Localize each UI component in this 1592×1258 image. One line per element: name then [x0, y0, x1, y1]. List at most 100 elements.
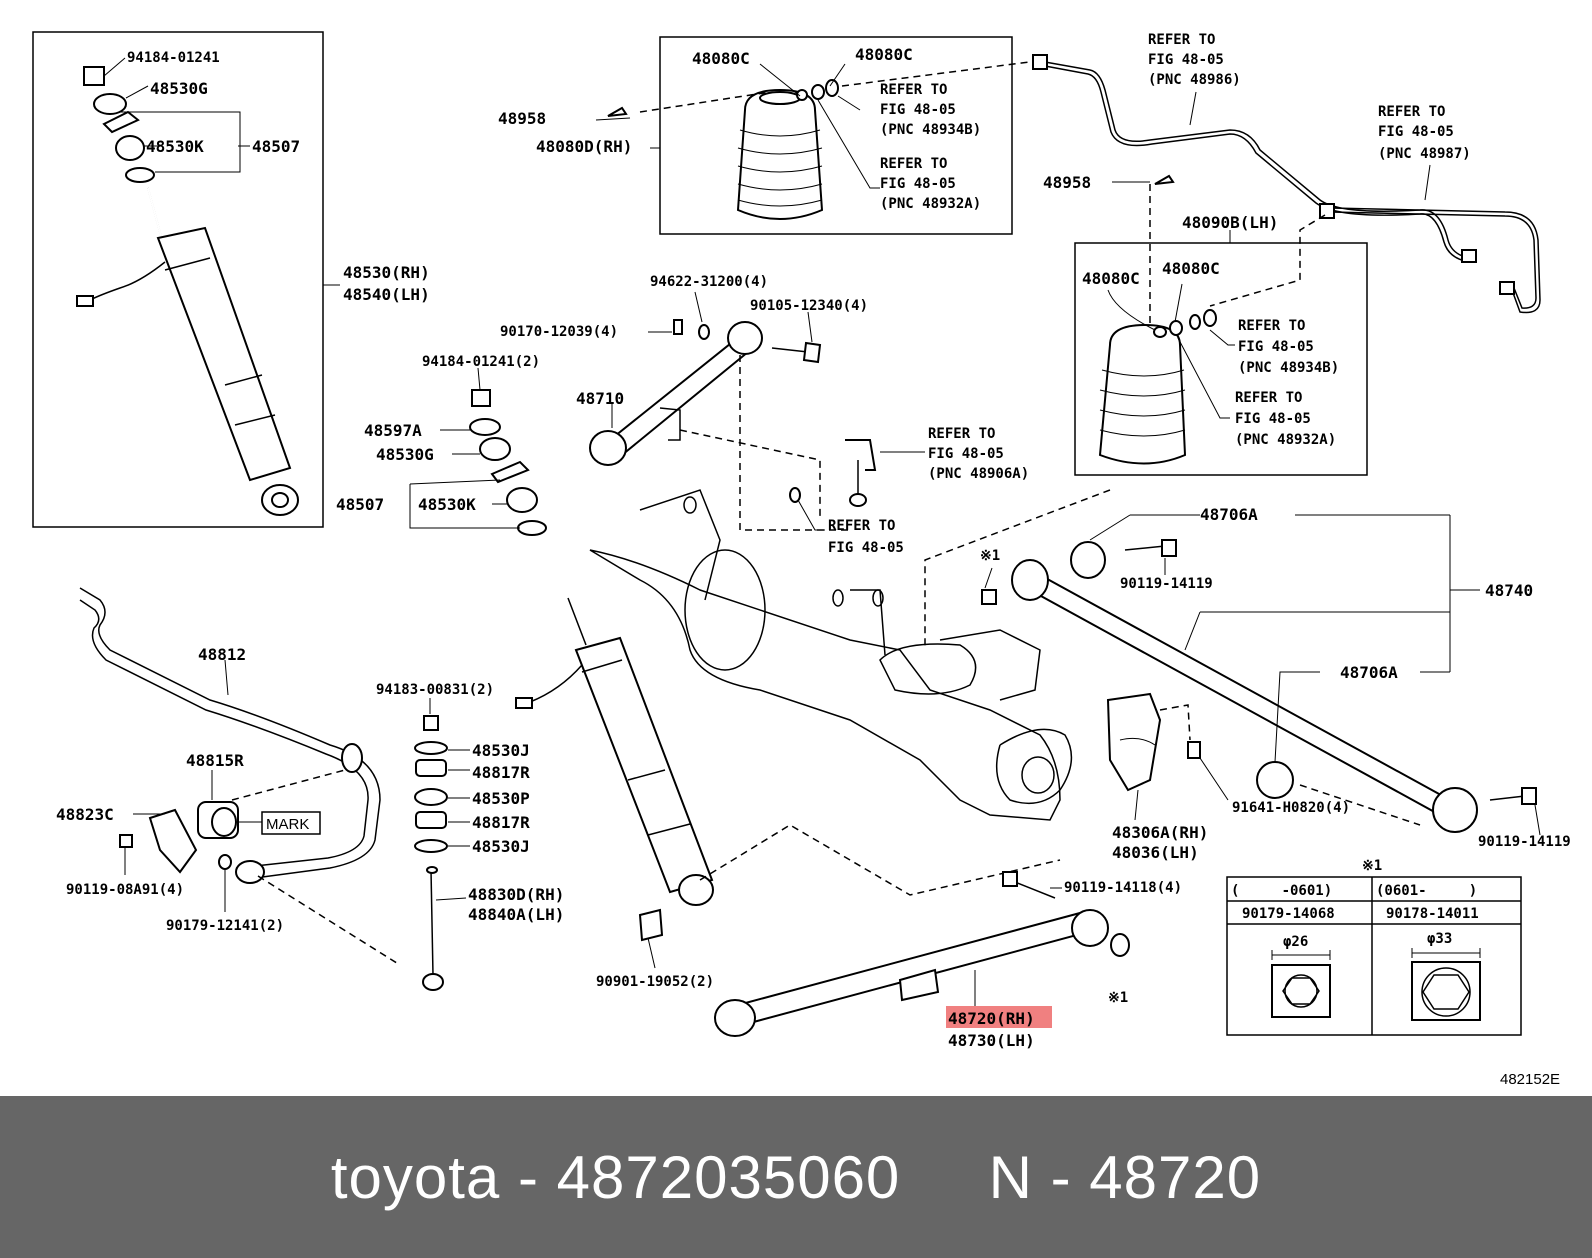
bump-stopper-lh[interactable] — [1098, 323, 1187, 465]
stabilizer-link-stack — [414, 698, 470, 991]
ref-c3: (PNC 48986) — [1148, 72, 1241, 88]
label-48730: 48730(LH) — [948, 1031, 1035, 1050]
label-48958-a: 48958 — [498, 109, 546, 128]
bracket-48823C[interactable] — [148, 808, 198, 874]
shock-absorber-upper[interactable] — [156, 226, 292, 482]
label-48530K: 48530K — [146, 137, 204, 156]
label-48080C-c: 48080C — [1082, 269, 1140, 288]
ref-f2: FIG 48-05 — [1235, 411, 1311, 427]
label-48306A: 48306A(RH) — [1112, 823, 1208, 842]
label-91641: 91641-H0820(4) — [1232, 800, 1350, 816]
label-48507: 48507 — [252, 137, 300, 156]
label-90119-08A91: 90119-08A91(4) — [66, 882, 184, 898]
label-90105: 90105-12340(4) — [750, 298, 868, 314]
ref-g2: FIG 48-05 — [928, 446, 1004, 462]
footer-bar: toyota - 4872035060 N - 48720 — [0, 1096, 1592, 1258]
rod-48740[interactable] — [1028, 573, 1452, 817]
clip-48958[interactable] — [607, 106, 628, 117]
clip-48958-b[interactable] — [1154, 174, 1175, 185]
label-48840A: 48840A(LH) — [468, 905, 564, 924]
nut-94184-01241[interactable] — [83, 66, 105, 86]
label-90119-14118: 90119-14118(4) — [1064, 880, 1182, 896]
cushion-stack-mid — [409, 367, 547, 536]
stabilizer-bar-48812 — [79, 587, 401, 966]
table-header-2: (0601- ) — [1376, 883, 1477, 899]
upper-control-arm-48710 — [589, 291, 850, 531]
label-note1-c: ※1 — [1362, 858, 1382, 874]
label-94184-2: 94184-01241(2) — [422, 354, 540, 370]
label-48830D: 48830D(RH) — [468, 885, 564, 904]
table-part-2: 90178-14011 — [1386, 906, 1479, 922]
ref-f3: (PNC 48932A) — [1235, 432, 1336, 448]
label-48530K-mid: 48530K — [418, 495, 476, 514]
air-pipes — [1032, 54, 1541, 314]
ref-e2: FIG 48-05 — [1238, 339, 1314, 355]
shock-absorber-box — [32, 31, 340, 528]
axle-housing — [589, 489, 1073, 821]
ref-d1: REFER TO — [1378, 104, 1445, 120]
label-90179-12141: 90179-12141(2) — [166, 918, 284, 934]
label-note1-b: ※1 — [1108, 990, 1128, 1006]
mark-label: MARK — [266, 816, 309, 833]
label-48958-b: 48958 — [1043, 173, 1091, 192]
label-90119-14119-b: 90119-14119 — [1478, 834, 1571, 850]
label-48507-mid: 48507 — [336, 495, 384, 514]
label-48710: 48710 — [576, 389, 624, 408]
label-94183: 94183-00831(2) — [376, 682, 494, 698]
figure-code: 482152E — [1500, 1071, 1560, 1088]
label-48080D: 48080D(RH) — [536, 137, 632, 156]
ref-h1: REFER TO — [828, 518, 895, 534]
arm-48710[interactable] — [608, 338, 750, 457]
cushion-48530G-top[interactable] — [93, 93, 127, 115]
label-48706A-b: 48706A — [1340, 663, 1398, 682]
label-48530G-mid: 48530G — [376, 445, 434, 464]
ref-a3: (PNC 48934B) — [880, 122, 981, 138]
table-dia-1: φ26 — [1283, 934, 1308, 950]
label-48817R-b: 48817R — [472, 813, 530, 832]
label-94622: 94622-31200(4) — [650, 274, 768, 290]
label-48080C-b: 48080C — [855, 45, 913, 64]
label-48530-rh: 48530(RH) — [343, 263, 430, 282]
ref-c1: REFER TO — [1148, 32, 1215, 48]
label-48812: 48812 — [198, 645, 246, 664]
label-48080C-a: 48080C — [692, 49, 750, 68]
label-note1-a: ※1 — [980, 548, 1000, 564]
ref-c2: FIG 48-05 — [1148, 52, 1224, 68]
nut-90179-14068[interactable] — [1271, 964, 1331, 1018]
label-48530P: 48530P — [472, 789, 530, 808]
label-48090B: 48090B(LH) — [1182, 213, 1278, 232]
ref-h2: FIG 48-05 — [828, 540, 904, 556]
label-48530G: 48530G — [150, 79, 208, 98]
label-90119-14119-a: 90119-14119 — [1120, 576, 1213, 592]
ref-b2: FIG 48-05 — [880, 176, 956, 192]
lateral-rod-48740 — [981, 514, 1541, 836]
ref-b1: REFER TO — [880, 156, 947, 172]
bracket-48306A — [1106, 692, 1229, 821]
bump-stopper-box-rh — [595, 36, 1046, 235]
ref-b3: (PNC 48932A) — [880, 196, 981, 212]
bracket-48306A-part[interactable] — [1106, 692, 1162, 792]
table-header-1: ( -0601) — [1231, 883, 1332, 899]
label-90901: 90901-19052(2) — [596, 974, 714, 990]
ref-d3: (PNC 48987) — [1378, 146, 1471, 162]
label-48597A: 48597A — [364, 421, 422, 440]
parts-diagram: 94184-01241 48530G 48530K 48507 48530(RH… — [32, 31, 1571, 1088]
label-48740: 48740 — [1485, 581, 1533, 600]
label-48530J-a: 48530J — [472, 741, 530, 760]
label-48720[interactable]: 48720(RH) — [948, 1009, 1035, 1028]
shock-body-lower[interactable] — [574, 636, 714, 894]
ref-f1: REFER TO — [1235, 390, 1302, 406]
nut-90178-14011[interactable] — [1411, 961, 1481, 1021]
label-48823C: 48823C — [56, 805, 114, 824]
ref-d2: FIG 48-05 — [1378, 124, 1454, 140]
shock-absorber-lower — [515, 597, 1061, 969]
bump-stopper-box-lh — [924, 174, 1368, 650]
ref-e3: (PNC 48934B) — [1238, 360, 1339, 376]
table-dia-2: φ33 — [1427, 931, 1452, 947]
height-sensor-link — [789, 439, 925, 531]
cushion-48530K-top[interactable] — [115, 135, 145, 161]
label-48706A-a: 48706A — [1200, 505, 1258, 524]
label-48540-lh: 48540(LH) — [343, 285, 430, 304]
ref-g3: (PNC 48906A) — [928, 466, 1029, 482]
ref-a1: REFER TO — [880, 82, 947, 98]
